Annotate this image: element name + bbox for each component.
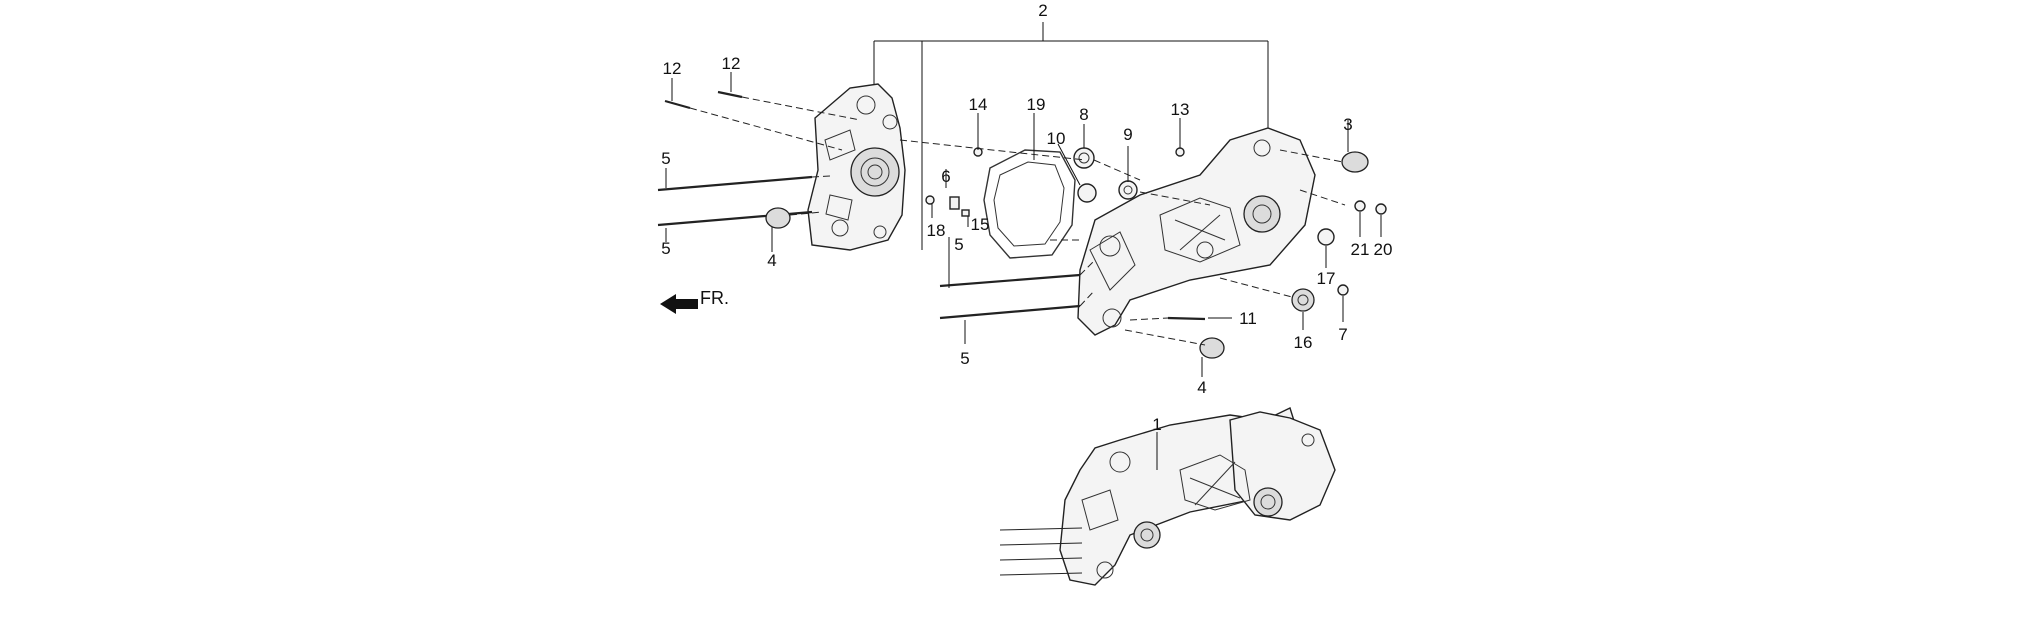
callout-16: 16 [1294,333,1313,352]
assembly-lines [689,96,1346,346]
callout-17: 17 [1317,269,1336,288]
callout-10: 10 [1047,129,1066,148]
callout-19: 19 [1027,95,1046,114]
right-crankcase-half [1077,127,1316,336]
callout-12-left: 12 [663,59,682,78]
callout-5-upper-mid: 5 [954,235,963,254]
bracket-part-2 [873,22,1269,250]
callout-9: 9 [1123,125,1132,144]
gasket [983,149,1076,259]
callout-18: 18 [927,221,946,240]
callout-3: 3 [1343,115,1352,134]
callout-21: 21 [1351,240,1370,259]
callout-5-lower-mid: 5 [960,349,969,368]
callout-6: 6 [941,167,950,186]
callout-4-left: 4 [767,251,776,270]
studs [657,90,1206,576]
callout-8: 8 [1079,105,1088,124]
callout-12-right: 12 [722,54,741,73]
direction-label: FR. [700,288,729,308]
callout-7: 7 [1338,325,1347,344]
callout-11: 11 [1239,309,1257,328]
small-parts [765,147,1387,359]
left-crankcase-half [807,83,906,251]
callout-13: 13 [1171,100,1190,119]
leader-lines [665,72,1382,470]
callout-14: 14 [969,95,988,114]
callout-5-lower-left: 5 [661,239,670,258]
callout-15: 15 [971,215,990,234]
assembled-crankcase [1059,407,1336,586]
front-direction-arrow-icon [660,294,698,314]
callout-2: 2 [1038,1,1047,20]
callout-1: 1 [1152,415,1161,434]
callout-5-upper-left: 5 [661,149,670,168]
callout-numbers: 2 12 12 5 5 4 5 5 4 14 6 18 15 19 8 10 9… [661,1,1392,434]
callout-20: 20 [1374,240,1393,259]
callout-4-right: 4 [1197,378,1206,397]
